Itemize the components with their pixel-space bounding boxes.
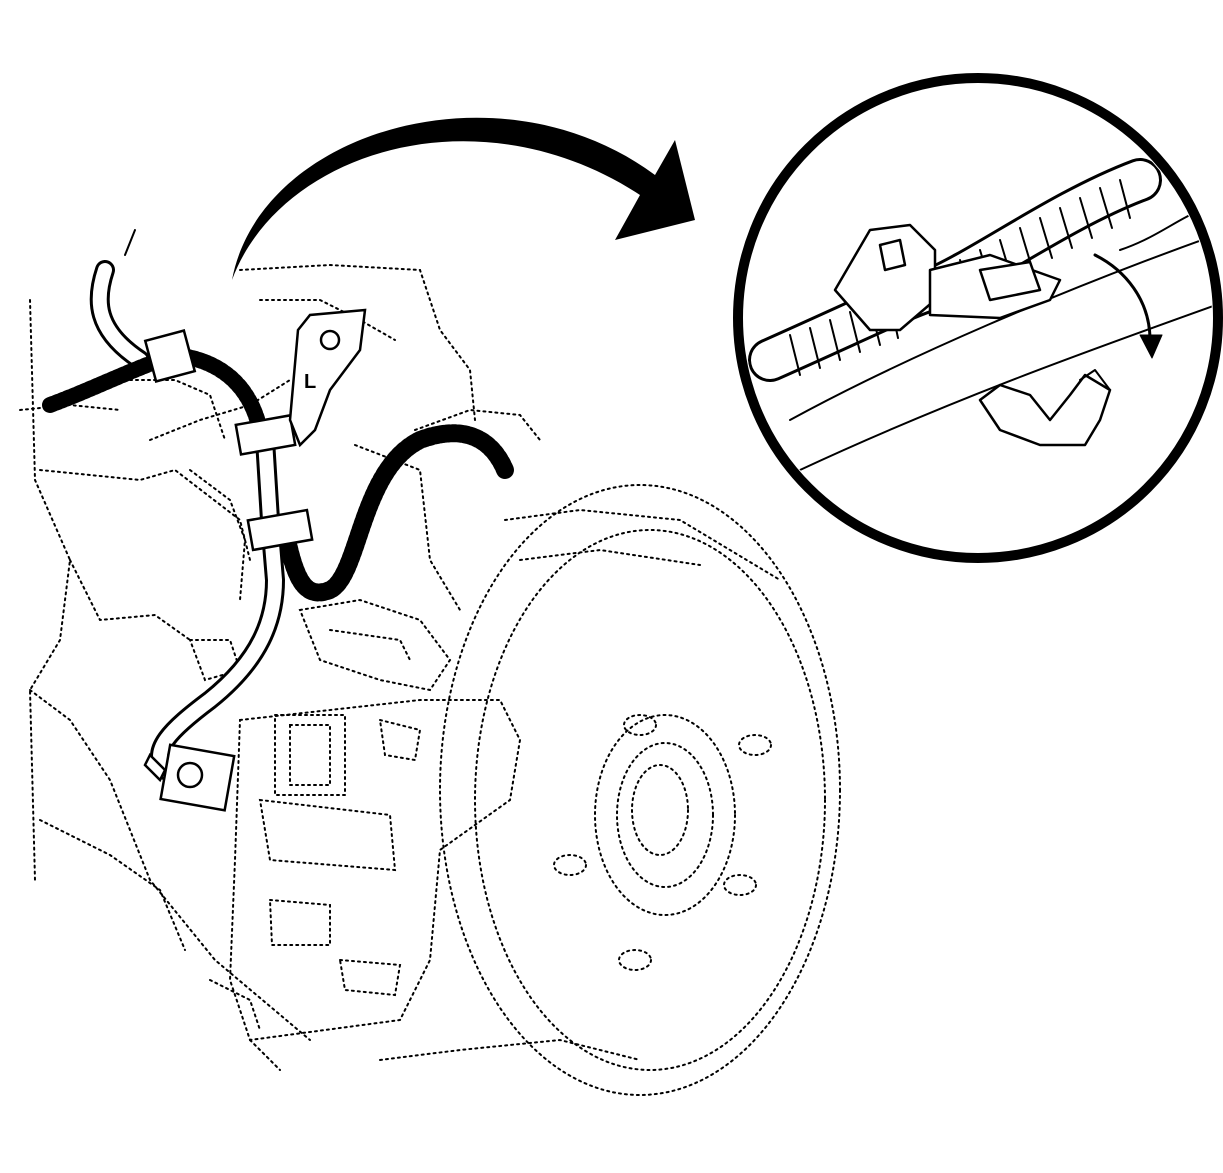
- wheel-speed-sensor-harness: [42, 229, 514, 780]
- harness-clips: [143, 329, 314, 552]
- callout-arrow: [232, 117, 695, 280]
- sensor-mount-bolt: [143, 743, 236, 812]
- bracket-side-label: L: [304, 371, 316, 393]
- harness-bracket: [288, 308, 367, 448]
- brake-rotor: [439, 484, 841, 1096]
- detail-inset: [733, 73, 1223, 563]
- brake-caliper: [188, 598, 522, 1071]
